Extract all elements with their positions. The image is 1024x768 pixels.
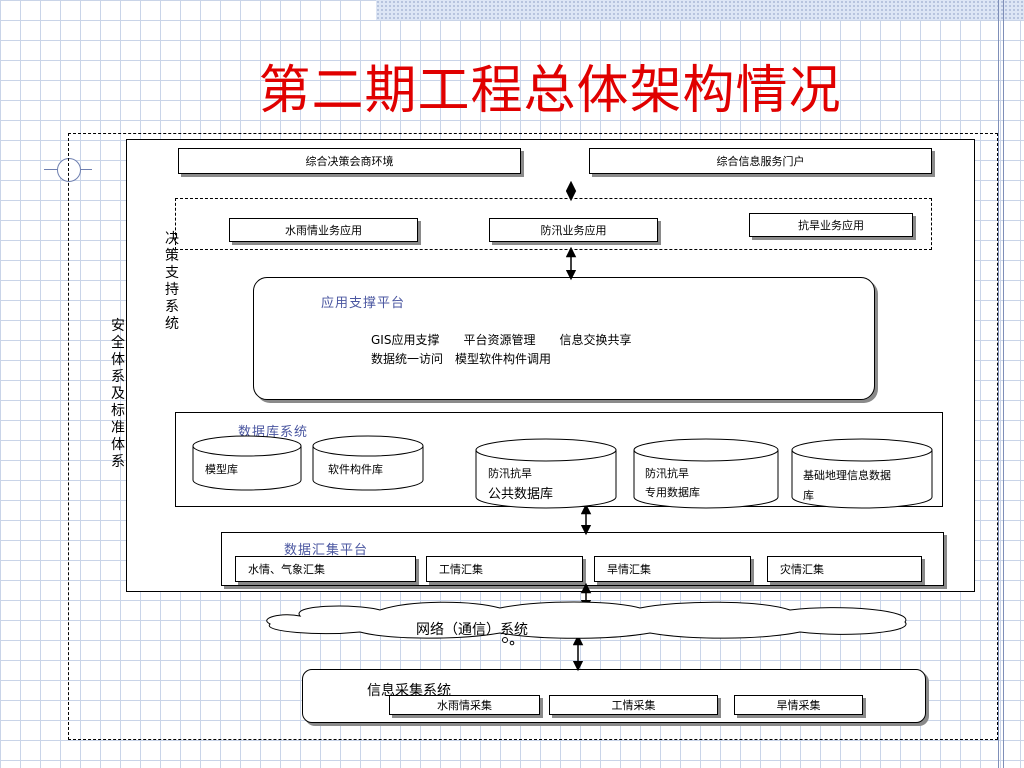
support-platform-box: [253, 277, 875, 400]
network-cloud: [266, 601, 907, 639]
page-title: 第二期工程总体架构情况: [258, 61, 842, 121]
consult-environment-box: 综合决策会商环境: [178, 148, 521, 174]
decor-circle: [57, 158, 81, 182]
disaster-aggregation-box: 灾情汇集: [767, 556, 922, 582]
special-db-label-1: 防汛抗旱: [645, 467, 689, 480]
support-platform-line2: 数据统一访问 模型软件构件调用: [371, 352, 552, 366]
database-cylinders: [192, 435, 933, 509]
rain-collection-box: 水雨情采集: [389, 695, 540, 715]
software-db-label: 软件构件库: [328, 463, 383, 476]
decor-line: [1003, 0, 1004, 768]
support-platform-title: 应用支撑平台: [321, 296, 406, 311]
geo-db-cylinder: [791, 438, 933, 509]
drought-collection-box: 旱情采集: [734, 695, 863, 715]
decor-line: [998, 0, 999, 768]
decision-system-label: 决策支持系统: [165, 231, 179, 332]
support-platform-line1: GIS应用支撑 平台资源管理 信息交换共享: [371, 333, 632, 347]
rain-app-box: 水雨情业务应用: [229, 218, 418, 242]
network-system-label: 网络（通信）系统: [416, 622, 528, 638]
geo-db-label-2: 库: [803, 489, 814, 502]
public-db-label-2: 公共数据库: [488, 487, 554, 502]
drought-app-box: 抗旱业务应用: [749, 213, 913, 237]
model-db-label: 模型库: [205, 463, 238, 476]
flood-app-box: 防汛业务应用: [489, 218, 658, 242]
apps-region: [175, 198, 932, 250]
header-band: [376, 0, 1024, 20]
arrows: [565, 180, 592, 672]
model-db-cylinder: [192, 435, 302, 491]
outer-frame: [68, 133, 998, 740]
special-db-cylinder: [633, 438, 779, 509]
security-system-label: 安全体系及标准体系: [111, 318, 125, 470]
aggregation-platform-title: 数据汇集平台: [284, 543, 369, 558]
public-db-label-1: 防汛抗旱: [488, 467, 532, 480]
drought-aggregation-box: 旱情汇集: [594, 556, 751, 582]
water-weather-aggregation-box: 水情、气象汇集: [235, 556, 416, 582]
software-db-cylinder: [312, 435, 424, 491]
engineering-aggregation-box: 工情汇集: [426, 556, 583, 582]
public-db-cylinder: [475, 438, 617, 509]
engineering-collection-box: 工情采集: [549, 695, 718, 715]
special-db-label-2: 专用数据库: [645, 486, 700, 499]
info-portal-box: 综合信息服务门户: [589, 148, 932, 174]
geo-db-label-1: 基础地理信息数据: [803, 469, 891, 482]
